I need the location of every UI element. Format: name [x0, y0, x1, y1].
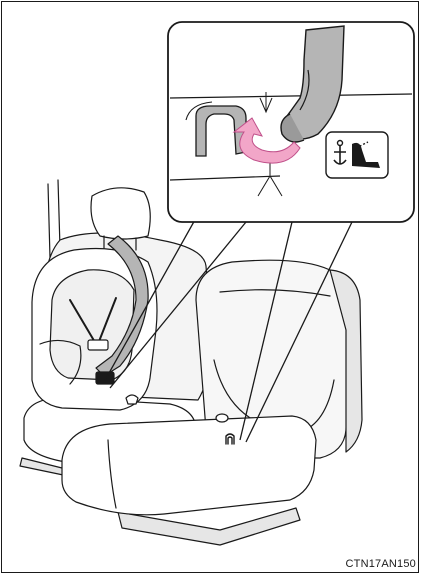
figure-code-label: CTN17AN150 [346, 558, 416, 570]
rear-headrest [91, 188, 150, 239]
isofix-anchor-seat-symbol [326, 132, 388, 178]
harness-buckle [88, 340, 108, 350]
right-seat-cushion [62, 416, 316, 515]
seat-belt-buckle [216, 414, 228, 422]
detail-inset [168, 22, 414, 222]
tether-hook [96, 372, 114, 384]
lower-anchor [126, 395, 138, 404]
rear-seat-scene [20, 180, 362, 545]
headrest-post [48, 184, 50, 258]
